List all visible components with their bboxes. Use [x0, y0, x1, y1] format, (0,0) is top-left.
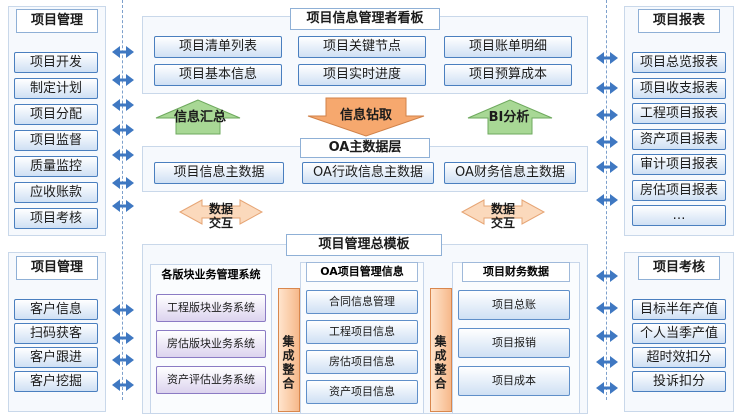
right-top-item[interactable]: …	[632, 205, 726, 226]
oa-info-title: OA项目管理信息	[306, 262, 418, 282]
data-exchange-right-arrow	[460, 199, 546, 225]
kanban-item[interactable]: 项目账单明细	[444, 36, 572, 58]
double-arrow	[112, 200, 134, 212]
business-item[interactable]: 房估版块业务系统	[156, 330, 266, 358]
data-exchange-right-label-2: 交互	[490, 216, 515, 230]
integration-left-bar: 集成整合	[278, 288, 300, 412]
double-arrow	[112, 379, 134, 391]
oa-info-item[interactable]: 工程项目信息	[306, 320, 418, 344]
double-arrow	[596, 356, 618, 368]
right-bottom-item[interactable]: 投诉扣分	[632, 371, 726, 392]
data-exchange-left-label-2: 交互	[208, 216, 233, 230]
left-top-item[interactable]: 制定计划	[14, 78, 98, 99]
bi-analysis-label: BI分析	[488, 110, 530, 125]
right-top-item[interactable]: 项目收支报表	[632, 77, 726, 99]
right-top-item[interactable]: 资产项目报表	[632, 128, 726, 150]
right-bottom-item[interactable]: 超时效扣分	[632, 347, 726, 368]
finance-item[interactable]: 项目报销	[458, 328, 570, 358]
info-summary-label: 信息汇总	[173, 110, 226, 125]
right-top-item[interactable]: 房估项目报表	[632, 179, 726, 201]
right-top-item[interactable]: 工程项目报表	[632, 103, 726, 124]
kanban-item[interactable]: 项目实时进度	[298, 64, 426, 86]
left-top-item[interactable]: 项目监督	[14, 130, 98, 151]
finance-item[interactable]: 项目成本	[458, 366, 570, 396]
double-arrow	[112, 177, 134, 189]
right-bottom-item[interactable]: 目标半年产值	[632, 299, 726, 320]
kanban-item[interactable]: 项目清单列表	[154, 36, 282, 58]
left-top-item[interactable]: 项目分配	[14, 104, 98, 125]
info-drill-label: 信息钻取	[339, 108, 392, 123]
oa-info-item[interactable]: 房估项目信息	[306, 350, 418, 374]
left-bottom-item[interactable]: 客户跟进	[14, 347, 98, 368]
template-title: 项目管理总模板	[286, 234, 442, 256]
right-top-item[interactable]: 项目总览报表	[632, 52, 726, 73]
right-top-title: 项目报表	[638, 9, 720, 33]
double-arrow	[596, 82, 618, 94]
double-arrow	[112, 354, 134, 366]
double-arrow	[596, 330, 618, 342]
data-exchange-right-label-1: 数据	[490, 202, 515, 216]
oa-data-item[interactable]: OA行政信息主数据	[302, 162, 434, 184]
kanban-title: 项目信息管理者看板	[290, 8, 440, 30]
double-arrow	[596, 109, 618, 121]
kanban-item[interactable]: 项目关键节点	[298, 36, 426, 58]
double-arrow	[112, 99, 134, 111]
double-arrow	[596, 382, 618, 394]
left-bottom-title: 项目管理	[16, 256, 98, 280]
double-arrow	[596, 161, 618, 173]
bi-analysis-arrow	[467, 99, 553, 135]
finance-item[interactable]: 项目总账	[458, 290, 570, 320]
double-arrow	[112, 304, 134, 316]
left-top-item[interactable]: 应收账款	[14, 182, 98, 203]
left-bottom-item[interactable]: 客户挖掘	[14, 371, 98, 392]
info-summary-arrow	[155, 99, 241, 135]
right-top-item[interactable]: 审计项目报表	[632, 154, 726, 175]
double-arrow	[112, 74, 134, 86]
left-top-item[interactable]: 项目开发	[14, 52, 98, 73]
left-bottom-item[interactable]: 扫码获客	[14, 323, 98, 344]
connector-arrows	[112, 46, 618, 394]
right-bottom-item[interactable]: 个人当季产值	[632, 323, 726, 344]
business-item[interactable]: 资产评估业务系统	[156, 366, 266, 394]
left-bottom-item[interactable]: 客户信息	[14, 299, 98, 320]
oa-data-item[interactable]: OA财务信息主数据	[444, 162, 576, 184]
double-arrow	[112, 124, 134, 136]
left-divider	[122, 0, 123, 400]
data-exchange-left-label-1: 数据	[208, 202, 233, 216]
left-top-item[interactable]: 项目考核	[14, 208, 98, 229]
oa-data-item[interactable]: 项目信息主数据	[154, 162, 284, 184]
oa-data-title: OA主数据层	[300, 138, 430, 158]
double-arrow	[112, 332, 134, 344]
business-item[interactable]: 工程版块业务系统	[156, 294, 266, 322]
integration-right-bar: 集成整合	[430, 288, 452, 412]
data-exchange-left-arrow	[178, 199, 264, 225]
double-arrow	[596, 136, 618, 148]
oa-info-item[interactable]: 资产项目信息	[306, 380, 418, 404]
left-top-title: 项目管理	[16, 9, 98, 33]
kanban-item[interactable]: 项目基本信息	[154, 64, 282, 86]
info-drill-arrow	[307, 97, 425, 137]
left-top-item[interactable]: 质量监控	[14, 156, 98, 177]
double-arrow	[596, 194, 618, 206]
finance-title: 项目财务数据	[462, 262, 570, 282]
double-arrow	[596, 270, 618, 282]
business-title: 各版块业务管理系统	[161, 268, 261, 281]
kanban-item[interactable]: 项目预算成本	[444, 64, 572, 86]
double-arrow	[112, 149, 134, 161]
double-arrow	[112, 46, 134, 58]
oa-info-item[interactable]: 合同信息管理	[306, 290, 418, 314]
double-arrow	[596, 52, 618, 64]
right-bottom-title: 项目考核	[638, 256, 720, 280]
double-arrow	[596, 302, 618, 314]
